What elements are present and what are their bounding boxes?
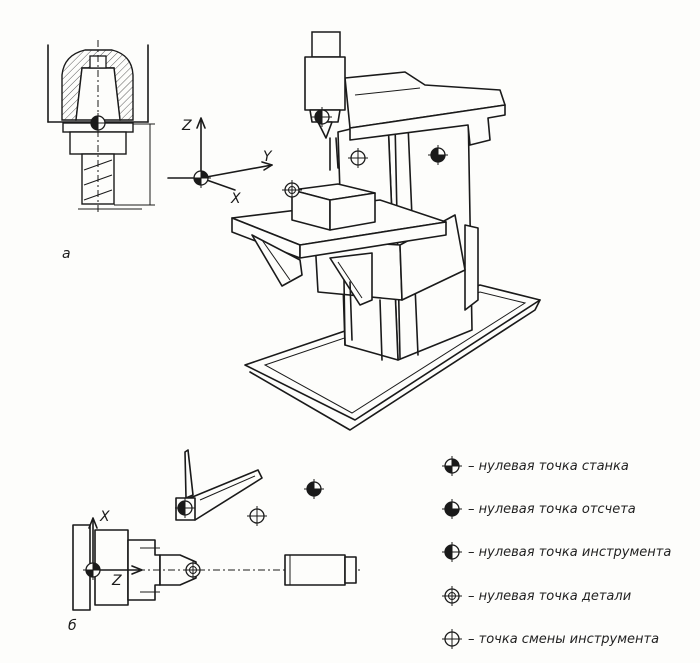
legend-item-part-zero: – нулевая точка детали [468, 589, 631, 604]
legend-reference-zero-icon [441, 498, 463, 520]
lathe-scheme [72, 449, 360, 611]
axis-y-top: Y [263, 149, 273, 165]
legend: – нулевая точка станка – нулевая точка о… [441, 455, 671, 650]
legend-item-tool-change-point: – точка смены инструмента [468, 632, 659, 647]
axes-origin-icon [190, 167, 212, 189]
legend-tool-change-point-icon [441, 628, 463, 650]
legend-item-tool-zero: – нулевая точка инструмента [468, 545, 671, 560]
axis-z-top: Z [181, 118, 192, 134]
axes-top [167, 117, 273, 191]
legend-item-reference-zero: – нулевая точка отсчета [468, 502, 636, 517]
axis-x-top: X [230, 191, 241, 207]
spindle-detail [47, 40, 155, 215]
axis-x-bottom: X [99, 509, 110, 525]
legend-tool-zero-icon [441, 541, 463, 563]
legend-item-machine-zero: – нулевая точка станка [468, 459, 629, 474]
view-b-label: б [68, 618, 77, 634]
legend-machine-zero-icon [441, 455, 463, 477]
legend-part-zero-icon [441, 585, 463, 607]
lathe-tool-change-icon [246, 505, 268, 527]
axis-z-bottom: Z [111, 573, 122, 589]
lathe-reference-zero-icon [303, 478, 325, 500]
view-a-label: а [62, 246, 71, 262]
milling-machine [231, 31, 541, 431]
